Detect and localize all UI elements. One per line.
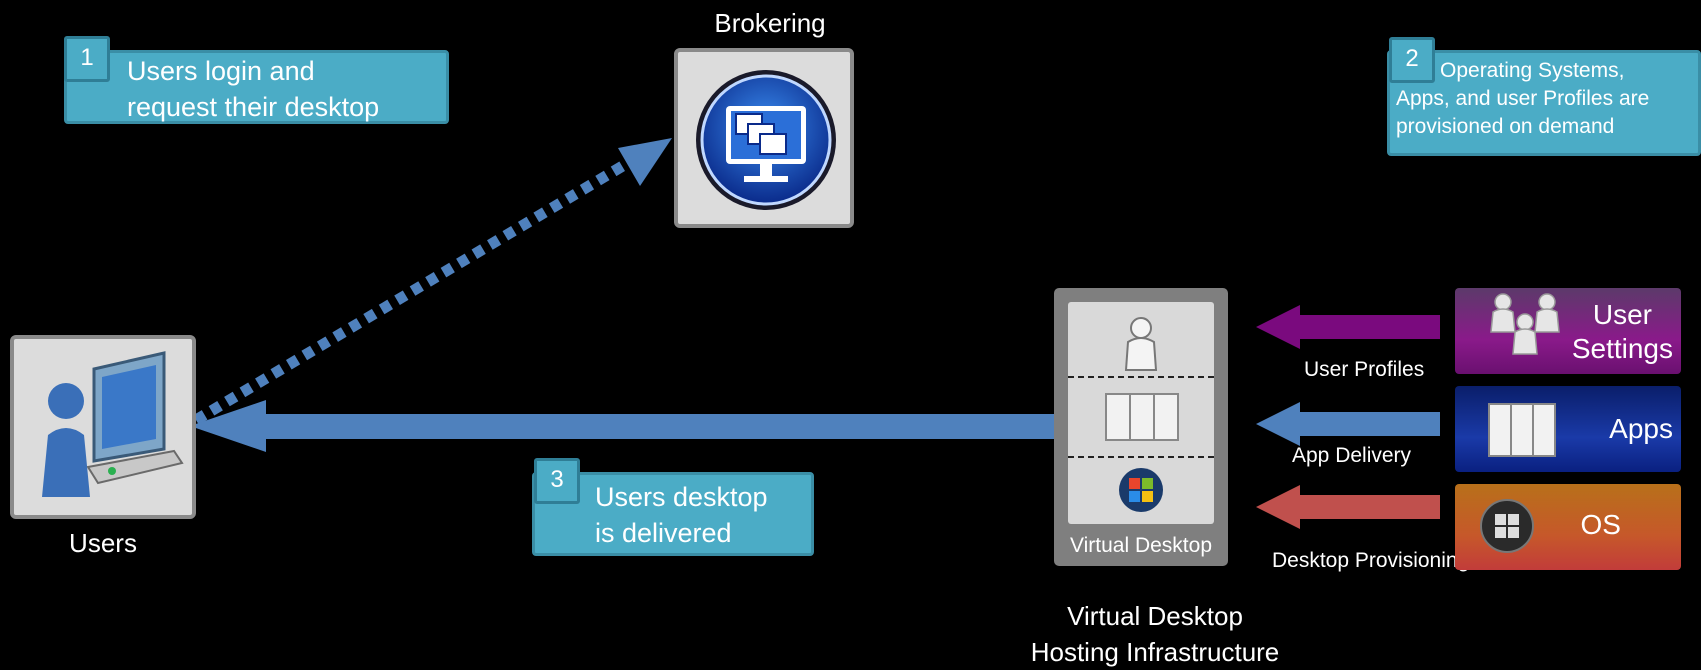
callout-3-number: 3 (534, 458, 580, 504)
user-profiles-arrow-shaft (1296, 315, 1440, 339)
request-dotted-arrow (193, 153, 639, 425)
infrastructure-label: Virtual Desktop Hosting Infrastructure (1030, 601, 1280, 667)
apps-label: Apps (1609, 413, 1673, 444)
user-profile-icon (1124, 317, 1158, 371)
callout-1: Users login and request their desktop (64, 50, 449, 124)
users-group-icon (1490, 293, 1560, 355)
callout-3: Users desktop is delivered (532, 472, 814, 556)
app-delivery-arrowhead (1256, 402, 1300, 446)
user-profiles-label: User Profiles (1304, 358, 1425, 381)
brokering-label: Brokering (714, 8, 826, 38)
callout-2: Operating Systems, Apps, and user Profil… (1387, 50, 1701, 156)
virtual-desktop-layers (1068, 317, 1214, 512)
user-computer-icon (42, 351, 184, 497)
callout-1-number: 1 (64, 36, 110, 82)
desktop-provisioning-arrowhead (1256, 485, 1300, 529)
apps-tile: Apps (1455, 386, 1681, 472)
os-label: OS (1580, 509, 1621, 540)
users-label: Users (69, 528, 137, 558)
virtual-desktop-label: Virtual Desktop (1069, 534, 1213, 557)
desktop-provisioning-label: Desktop Provisioning (1272, 549, 1470, 572)
callout-3-text: Users desktop is delivered (595, 482, 768, 548)
delivery-arrow-shaft (250, 414, 1056, 439)
desktop-provisioning-arrow-shaft (1296, 495, 1440, 519)
brokering-box (674, 48, 854, 228)
callout-2-text: Operating Systems, Apps, and user Profil… (1396, 59, 1650, 138)
callout-2-number: 2 (1389, 37, 1435, 83)
virtual-desktop-box: Virtual Desktop (1054, 288, 1228, 566)
user-settings-tile: User Settings (1455, 288, 1681, 374)
monitor-windows-icon (696, 70, 836, 210)
app-delivery-arrow-shaft (1296, 412, 1440, 436)
user-profiles-arrowhead (1256, 305, 1300, 349)
delivery-arrowhead (190, 400, 266, 452)
user-settings-label: User Settings (1571, 299, 1673, 364)
documents-icon (1488, 403, 1556, 457)
documents-icon (1105, 393, 1179, 441)
app-delivery-label: App Delivery (1292, 444, 1412, 467)
virtual-desktop-inner (1068, 302, 1214, 524)
callout-1-text: Users login and request their desktop (127, 56, 380, 122)
request-arrowhead (618, 138, 672, 186)
os-tile: OS (1455, 484, 1681, 570)
users-box (10, 335, 196, 519)
windows-logo-icon (1119, 468, 1163, 512)
windows-logo-icon (1480, 499, 1534, 553)
